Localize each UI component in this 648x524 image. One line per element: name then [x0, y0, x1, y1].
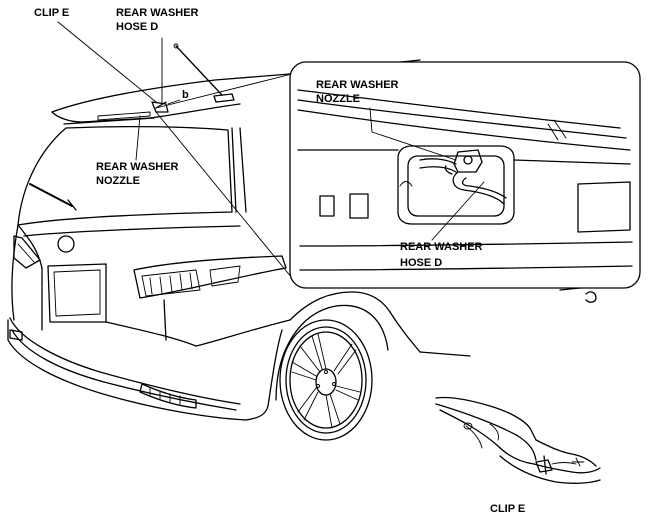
nozzle-left-label-line1: REAR WASHER — [96, 161, 179, 173]
hose-d-inset-label-line2: HOSE D — [400, 257, 442, 269]
vehicle-illustration — [7, 43, 601, 441]
nozzle-left-label-line2: NOZZLE — [96, 175, 140, 187]
hose-d-top-label-line1: REAR WASHER — [116, 7, 199, 19]
hose-d-inset-label-line1: REAR WASHER — [400, 241, 483, 253]
nozzle-inset-label-line2: NOZZLE — [316, 93, 360, 105]
inset-detail — [289, 61, 641, 289]
marker-b-label: b — [182, 89, 189, 101]
leader-lines — [57, 21, 293, 279]
clip-e-detail — [435, 396, 601, 484]
clip-e-top-label: CLIP E — [34, 7, 69, 19]
hose-d-top-label-line2: HOSE D — [116, 21, 158, 33]
clip-e-bottom-label: CLIP E — [490, 503, 525, 515]
nozzle-inset-label-line1: REAR WASHER — [316, 79, 399, 91]
